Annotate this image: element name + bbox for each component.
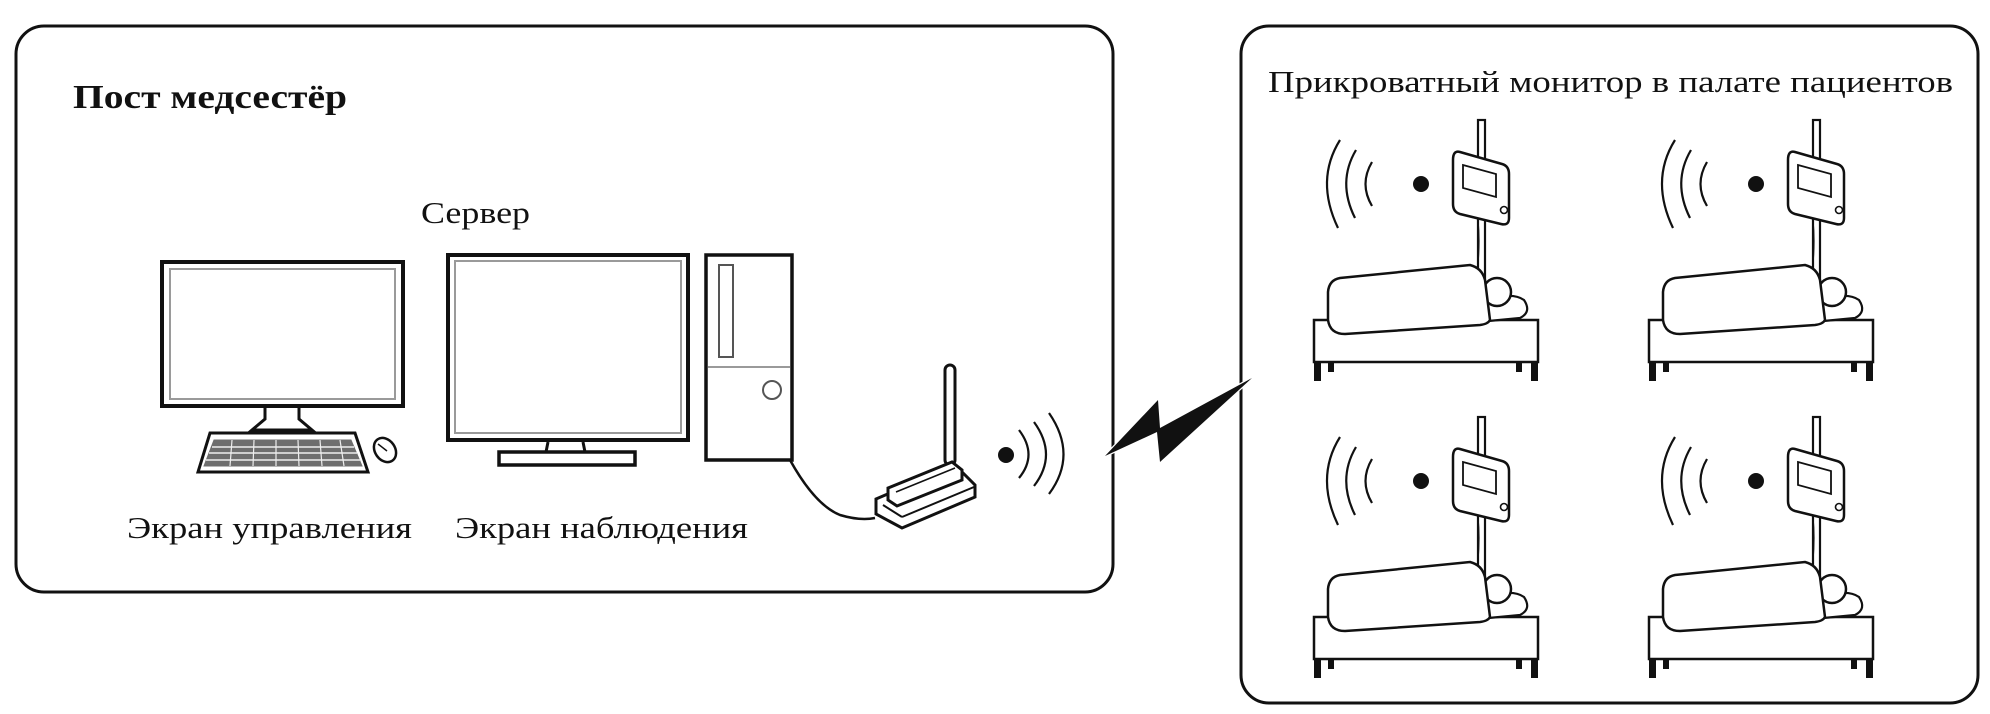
nurse-station-title: Пост медсестёр — [73, 79, 347, 116]
desktop-monitor-icon — [160, 260, 405, 432]
monitor-icon — [446, 253, 690, 467]
mouse-icon — [372, 436, 398, 464]
control-screen-label: Экран управления — [127, 510, 412, 545]
ward-title: Прикроватный монитор в палате пациентов — [1268, 64, 1953, 99]
wireless-signal-icon — [998, 412, 1065, 495]
server-label: Сервер — [421, 195, 530, 230]
observation-screen-label: Экран наблюдения — [455, 510, 748, 545]
wireless-router-icon — [874, 363, 977, 530]
keyboard-icon — [195, 431, 371, 474]
nurse-station-panel: Пост медсестёр Сервер — [14, 24, 1115, 594]
ward-panel: Прикроватный монитор в палате пациентов — [1239, 24, 1980, 705]
lightning-bolt-icon — [1104, 376, 1253, 465]
network-cable — [788, 459, 876, 521]
server-tower-icon — [704, 253, 794, 462]
